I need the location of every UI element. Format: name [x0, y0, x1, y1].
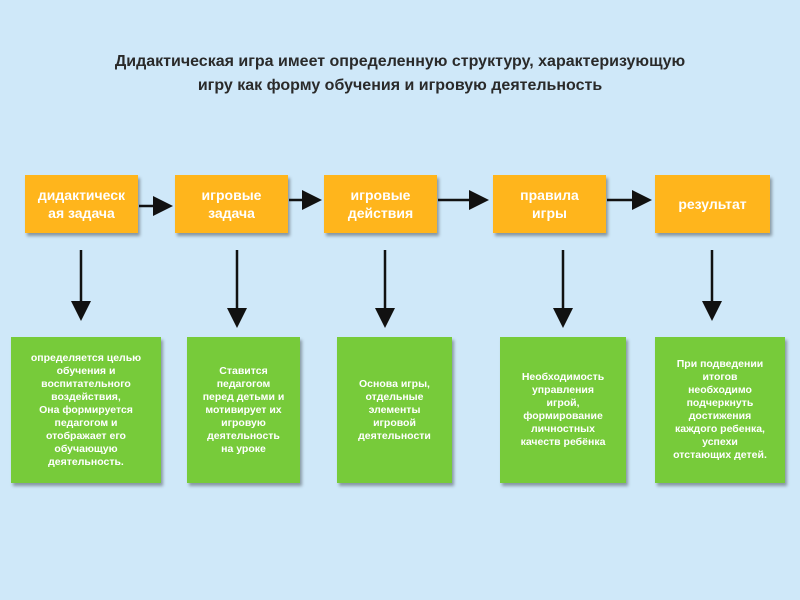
step-box-game-rules: правила игры — [493, 175, 606, 233]
description-line: Основа игры, — [359, 377, 430, 390]
description-line: игрой, — [546, 397, 580, 409]
step-label-line: игры — [532, 205, 567, 221]
description-line: достижения — [688, 410, 752, 422]
description-line: Ставится — [219, 364, 268, 377]
description-line: формирование — [523, 410, 603, 422]
title-line-1: Дидактическая игра имеет определенную ст… — [114, 53, 686, 70]
description-line: итогов — [702, 371, 738, 383]
description-line: педагогом — [216, 377, 271, 390]
description-box-game-rules: Необходимость управления игрой, формиров… — [500, 337, 626, 483]
step-label-line: действия — [347, 205, 414, 221]
description-line: Необходимость — [521, 371, 605, 383]
step-box-result: результат — [655, 175, 770, 233]
description-line: обучающую — [54, 442, 118, 455]
description-line: успехи — [702, 436, 738, 448]
description-line: деятельность. — [48, 455, 124, 468]
description-line: обучения и — [56, 364, 116, 377]
description-box-didactic-task: определяется целью обучения и воспитател… — [11, 337, 161, 483]
description-line: определяется целью — [30, 351, 142, 364]
step-label-line: задача — [208, 205, 255, 221]
description-line: личностных — [531, 423, 595, 435]
description-line: элементы — [368, 403, 421, 416]
description-line: на уроке — [221, 442, 266, 455]
description-line: воздействия, — [51, 390, 121, 403]
description-line: воспитательного — [41, 377, 131, 390]
description-line: При подведении — [676, 358, 764, 370]
step-label-line: дидактическ — [37, 187, 126, 203]
description-box-game-actions: Основа игры, отдельные элементы игровой … — [337, 337, 452, 483]
diagram-title: Дидактическая игра имеет определенную ст… — [20, 50, 780, 98]
description-line: управления — [531, 384, 595, 396]
description-line: подчеркнуть — [686, 397, 754, 409]
description-line: каждого ребенка, — [675, 423, 765, 435]
step-box-game-task: игровые задача — [175, 175, 288, 233]
step-label-line: игровые — [350, 187, 411, 203]
description-box-result: При подведении итогов необходимо подчерк… — [655, 337, 785, 483]
step-box-game-actions: игровые действия — [324, 175, 437, 233]
description-line: игровую — [221, 416, 266, 429]
description-line: необходимо — [688, 384, 752, 396]
step-label-line: игровые — [201, 187, 262, 203]
description-line: игровой — [373, 416, 416, 429]
step-label-line: результат — [678, 196, 747, 212]
description-line: мотивирует их — [205, 403, 282, 416]
description-line: перед детьми и — [202, 390, 285, 403]
description-line: педагогом и — [54, 416, 118, 429]
description-box-game-task: Ставится педагогом перед детьми и мотиви… — [187, 337, 300, 483]
description-line: отстающих детей. — [673, 449, 767, 461]
title-line-2: игру как форму обучения и игровую деятел… — [197, 77, 603, 94]
description-line: деятельность — [207, 429, 280, 442]
description-line: деятельности — [358, 429, 431, 442]
step-label-line: ая задача — [48, 205, 115, 221]
step-label-line: правила — [520, 187, 579, 203]
description-line: качеств ребёнка — [520, 436, 606, 448]
description-line: отображает его — [46, 429, 126, 442]
description-line: отдельные — [365, 390, 424, 403]
description-line: Она формируется — [39, 403, 133, 416]
step-box-didactic-task: дидактическ ая задача — [25, 175, 138, 233]
